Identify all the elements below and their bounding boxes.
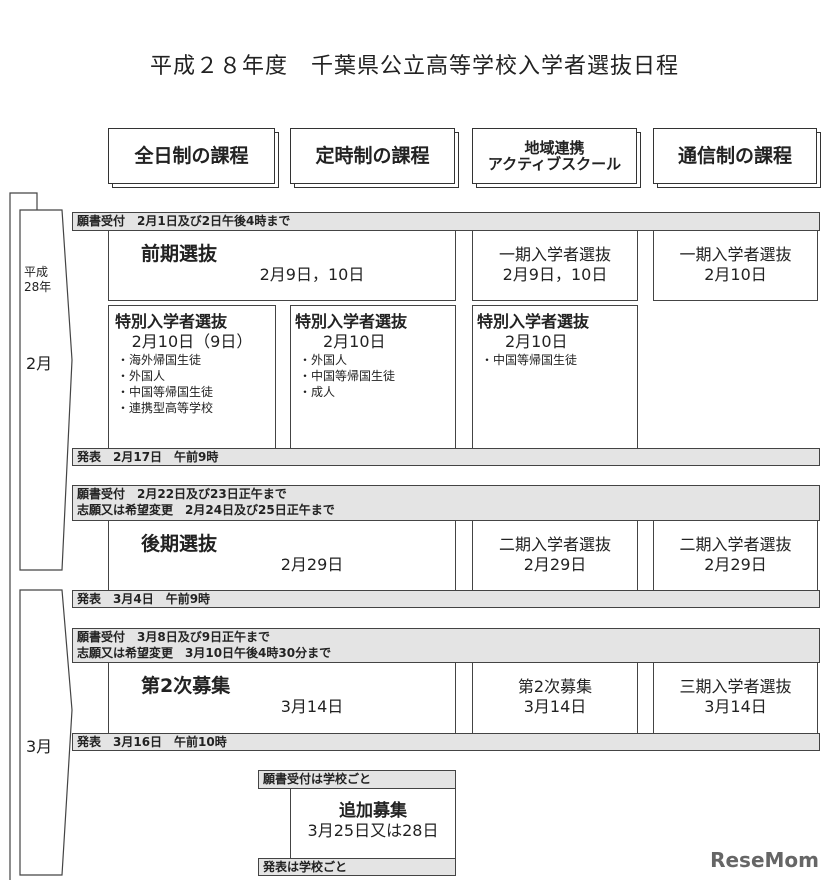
box-title: 後期選抜	[141, 533, 218, 555]
box-title: 二期入学者選抜	[498, 535, 611, 554]
list-item: ・成人	[299, 385, 336, 399]
box-niki-active: 二期入学者選抜 2月29日	[472, 520, 638, 591]
list-item: ・海外帰国生徒	[117, 353, 202, 367]
header-fulltime: 全日制の課程	[108, 128, 275, 184]
box-title: 第2次募集	[517, 677, 593, 696]
box-date: 2月29日	[280, 555, 344, 574]
box-date: 3月14日	[704, 697, 767, 716]
box-title: 特別入学者選抜	[477, 312, 590, 331]
bar-announce-feb17: 発表 2月17日 午前9時	[72, 448, 820, 466]
bar-application-school: 願書受付は学校ごと	[258, 770, 456, 789]
list-item: ・中国等帰国生徒	[299, 369, 396, 383]
box-date: 2月9日，10日	[502, 265, 608, 284]
era-label: 平成 28年	[24, 265, 52, 294]
box-title: 一期入学者選抜	[679, 245, 792, 264]
box-second-recruit: 第2次募集 3月14日	[108, 662, 456, 734]
box-date: 3月14日	[523, 697, 587, 716]
header-parttime: 定時制の課程	[290, 128, 455, 184]
list-item: ・外国人	[299, 353, 348, 367]
list-item: ・中国等帰国生徒	[481, 353, 578, 367]
box-date: 2月10日	[505, 332, 568, 351]
box-second-recruit-active: 第2次募集 3月14日	[472, 662, 638, 734]
box-date: 2月29日	[523, 555, 587, 574]
box-special-parttime: 特別入学者選抜 2月10日 ・外国人 ・中国等帰国生徒 ・成人	[290, 305, 456, 449]
header-correspondence: 通信制の課程	[653, 128, 817, 184]
bar-announce-mar4: 発表 3月4日 午前9時	[72, 590, 820, 608]
list-item: ・外国人	[117, 369, 166, 383]
bar-line: 志願又は希望変更 3月10日午後4時30分まで	[77, 646, 332, 660]
bar-announce-mar16: 発表 3月16日 午前10時	[72, 733, 820, 751]
bar-line: 願書受付 3月8日及び9日正午まで	[77, 630, 271, 644]
box-date: 3月14日	[280, 697, 344, 716]
box-title: 三期入学者選抜	[679, 677, 792, 696]
month-mar: 3月	[26, 737, 53, 756]
box-date: 3月25日又は28日	[307, 821, 439, 840]
box-zenki: 前期選抜 2月9日，10日	[108, 230, 456, 301]
bar-announce-school: 発表は学校ごと	[258, 858, 456, 876]
box-title: 二期入学者選抜	[679, 535, 792, 554]
box-title: 一期入学者選抜	[498, 245, 611, 264]
box-title: 特別入学者選抜	[295, 312, 408, 331]
bar-line: 志願又は希望変更 2月24日及び25日正午まで	[77, 503, 335, 517]
box-date: 2月10日	[323, 332, 386, 351]
resemom-logo: ReseMom	[710, 848, 819, 872]
box-title: 特別入学者選抜	[115, 312, 228, 331]
box-additional-recruit: 追加募集 3月25日又は28日	[290, 788, 456, 859]
box-title: 第2次募集	[141, 675, 231, 697]
box-date: 2月10日	[704, 265, 767, 284]
box-sanki-correspondence: 三期入学者選抜 3月14日	[653, 662, 818, 734]
header-active-school: 地域連携 アクティブスクール	[472, 128, 637, 184]
list-item: ・連携型高等学校	[117, 401, 214, 415]
box-date: 2月29日	[704, 555, 767, 574]
month-feb: 2月	[26, 354, 53, 373]
box-date: 2月9日，10日	[259, 265, 365, 284]
list-item: ・中国等帰国生徒	[117, 385, 214, 399]
box-niki-correspondence: 二期入学者選抜 2月29日	[653, 520, 818, 591]
box-kouki: 後期選抜 2月29日	[108, 520, 456, 591]
box-special-fulltime: 特別入学者選抜 2月10日（9日） ・海外帰国生徒 ・外国人 ・中国等帰国生徒 …	[108, 305, 276, 449]
box-ikki-correspondence: 一期入学者選抜 2月10日	[653, 230, 818, 301]
box-ikki-active: 一期入学者選抜 2月9日，10日	[472, 230, 638, 301]
page-title: 平成２８年度 千葉県公立高等学校入学者選抜日程	[149, 54, 679, 79]
bar-line: 願書受付 2月22日及び23日正午まで	[77, 487, 287, 501]
box-date: 2月10日（9日）	[131, 332, 253, 351]
box-title: 追加募集	[339, 801, 407, 821]
bar-application-late: 願書受付 2月22日及び23日正午まで志願又は希望変更 2月24日及び25日正午…	[72, 485, 820, 521]
box-title: 前期選抜	[141, 243, 218, 265]
timeline-arrows	[9, 192, 73, 880]
box-special-active: 特別入学者選抜 2月10日 ・中国等帰国生徒	[472, 305, 638, 449]
bar-application-mar: 願書受付 3月8日及び9日正午まで志願又は希望変更 3月10日午後4時30分まで	[72, 628, 820, 663]
bar-application-feb: 願書受付 2月1日及び2日午後4時まで	[72, 212, 820, 231]
